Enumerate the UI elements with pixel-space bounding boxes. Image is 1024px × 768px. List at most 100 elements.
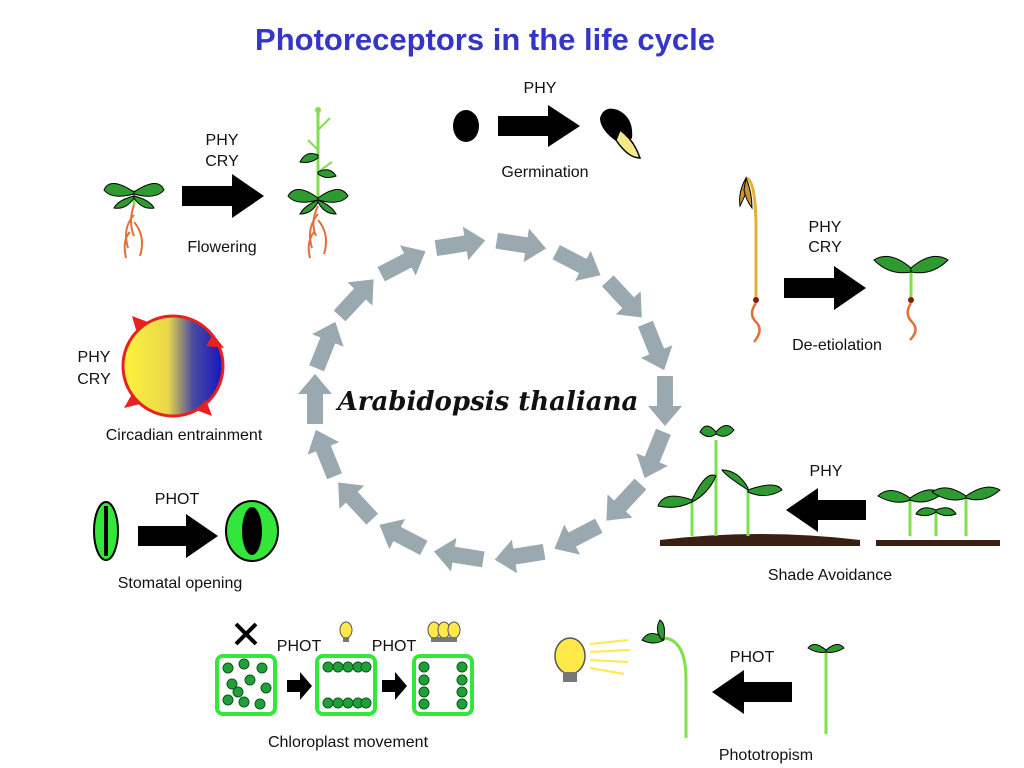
process-arrow (182, 174, 264, 218)
cycle-arrow (309, 321, 344, 372)
page-title: Photoreceptors in the life cycle (255, 22, 715, 57)
stage-deetiolation: PHY CRY De-etiolation (739, 176, 949, 354)
stage-flowering: PHY CRY Flowering (103, 107, 349, 259)
chloroplast-dot (244, 674, 256, 686)
chloroplast-dot (332, 661, 344, 673)
chloroplast-dot (238, 696, 250, 708)
stage-stomatal: PHOT Stomatal opening (93, 491, 279, 592)
chloroplast-dot (238, 658, 250, 670)
bright-light-bulbs-icon (427, 621, 461, 642)
straight-seedling-icon (807, 644, 845, 734)
chloroplast-dot (256, 662, 268, 674)
chloroplast-label: Chloroplast movement (268, 734, 429, 751)
chloroplast-group-bright (418, 661, 468, 710)
circadian-receptor-0: PHY (78, 349, 111, 366)
chloroplast-group-dark (222, 658, 272, 710)
cycle-arrows-ring (298, 226, 682, 574)
stomatal-receptor-0: PHOT (155, 491, 200, 508)
cycle-arrow (377, 245, 426, 282)
chloroplast-dot (342, 661, 354, 673)
chloroplast-dot (456, 698, 468, 710)
cycle-arrowhead (124, 394, 140, 408)
stomatal-label: Stomatal opening (118, 575, 243, 592)
process-arrow (498, 105, 580, 147)
bending-seedling-icon (641, 619, 688, 738)
chloroplast-dot (456, 686, 468, 698)
deetiolation-label: De-etiolation (792, 337, 882, 354)
chloroplast-dot (254, 698, 266, 710)
process-arrow (784, 266, 866, 310)
chloroplast-dot (456, 674, 468, 686)
deetiolation-receptor-1: CRY (808, 239, 842, 256)
chloroplast-dot (222, 694, 234, 706)
cycle-arrow (552, 245, 601, 282)
no-light-icon (234, 622, 258, 646)
chloroplast-dot (360, 661, 372, 673)
green-seedling-icon (873, 255, 949, 341)
dim-light-bulb-icon (339, 621, 353, 642)
cycle-arrow (554, 518, 603, 555)
stage-germination: PHY Germination (453, 80, 642, 181)
chloroplast-dot (226, 678, 238, 690)
short-dense-plants-icon (876, 486, 1001, 546)
chloroplast-dot (418, 686, 430, 698)
flowering-receptor-0: PHY (206, 132, 239, 149)
cycle-arrow (636, 428, 671, 479)
process-arrow (382, 672, 407, 700)
stage-shade-avoidance: PHY Shade Avoidance (657, 425, 1001, 584)
cycle-arrow (433, 537, 485, 572)
germination-label: Germination (501, 164, 588, 181)
cycle-arrow (338, 482, 379, 525)
tall-shaded-plants-icon (657, 425, 860, 546)
cycle-arrow (298, 374, 332, 424)
cycle-arrow (333, 279, 374, 322)
circadian-receptor-1: CRY (77, 371, 111, 388)
chloroplast-dot (418, 674, 430, 686)
stage-chloroplast: PHOT PHOT Chloroplast movement (215, 621, 474, 751)
chloroplast-dot (322, 661, 334, 673)
chloroplast-dot (360, 697, 372, 709)
flowering-plant-icon (287, 107, 349, 259)
process-arrow (138, 514, 218, 558)
cycle-arrowhead (196, 400, 212, 416)
phototropism-label: Phototropism (719, 747, 813, 764)
chloroplast-receptor-1: PHOT (372, 638, 417, 655)
germination-receptor-0: PHY (524, 80, 557, 97)
process-arrow (786, 488, 866, 532)
chloroplast-dot (418, 661, 430, 673)
chloroplast-dot (322, 697, 334, 709)
flowering-label: Flowering (187, 239, 256, 256)
cycle-arrow (606, 478, 647, 521)
seed-icon (453, 110, 479, 142)
stage-phototropism: PHOT Phototropism (554, 619, 845, 764)
cycle-arrow (494, 539, 546, 574)
flowering-receptor-1: CRY (205, 153, 239, 170)
seedling-icon (103, 183, 165, 259)
chloroplast-dot (232, 686, 244, 698)
chloroplast-receptor-0: PHOT (277, 638, 322, 655)
cycle-arrow (637, 320, 673, 371)
cycle-arrow (379, 518, 428, 555)
etiolated-seedling-icon (739, 176, 761, 343)
chloroplast-dot (342, 697, 354, 709)
chloroplast-dot (222, 662, 234, 674)
cell-bright-light-icon (412, 654, 474, 716)
center-label: Arabidopsis thaliana (335, 387, 639, 417)
cycle-arrow (307, 429, 343, 480)
chloroplast-group-dim (322, 661, 372, 709)
deetiolation-receptor-0: PHY (809, 219, 842, 236)
circadian-label: Circadian entrainment (106, 427, 263, 444)
shade-label: Shade Avoidance (768, 567, 892, 584)
process-arrow (287, 672, 312, 700)
phototropism-receptor-0: PHOT (730, 649, 775, 666)
stage-circadian: PHY CRY Circadian entrainment (77, 314, 263, 444)
chloroplast-dot (456, 661, 468, 673)
light-bulb-icon (554, 637, 631, 682)
chloroplast-dot (260, 682, 272, 694)
shade-receptor-0: PHY (810, 463, 843, 480)
cycle-arrow (601, 275, 642, 318)
cycle-arrowhead (206, 334, 224, 348)
cycle-arrow (648, 376, 682, 426)
chloroplast-dot (418, 698, 430, 710)
